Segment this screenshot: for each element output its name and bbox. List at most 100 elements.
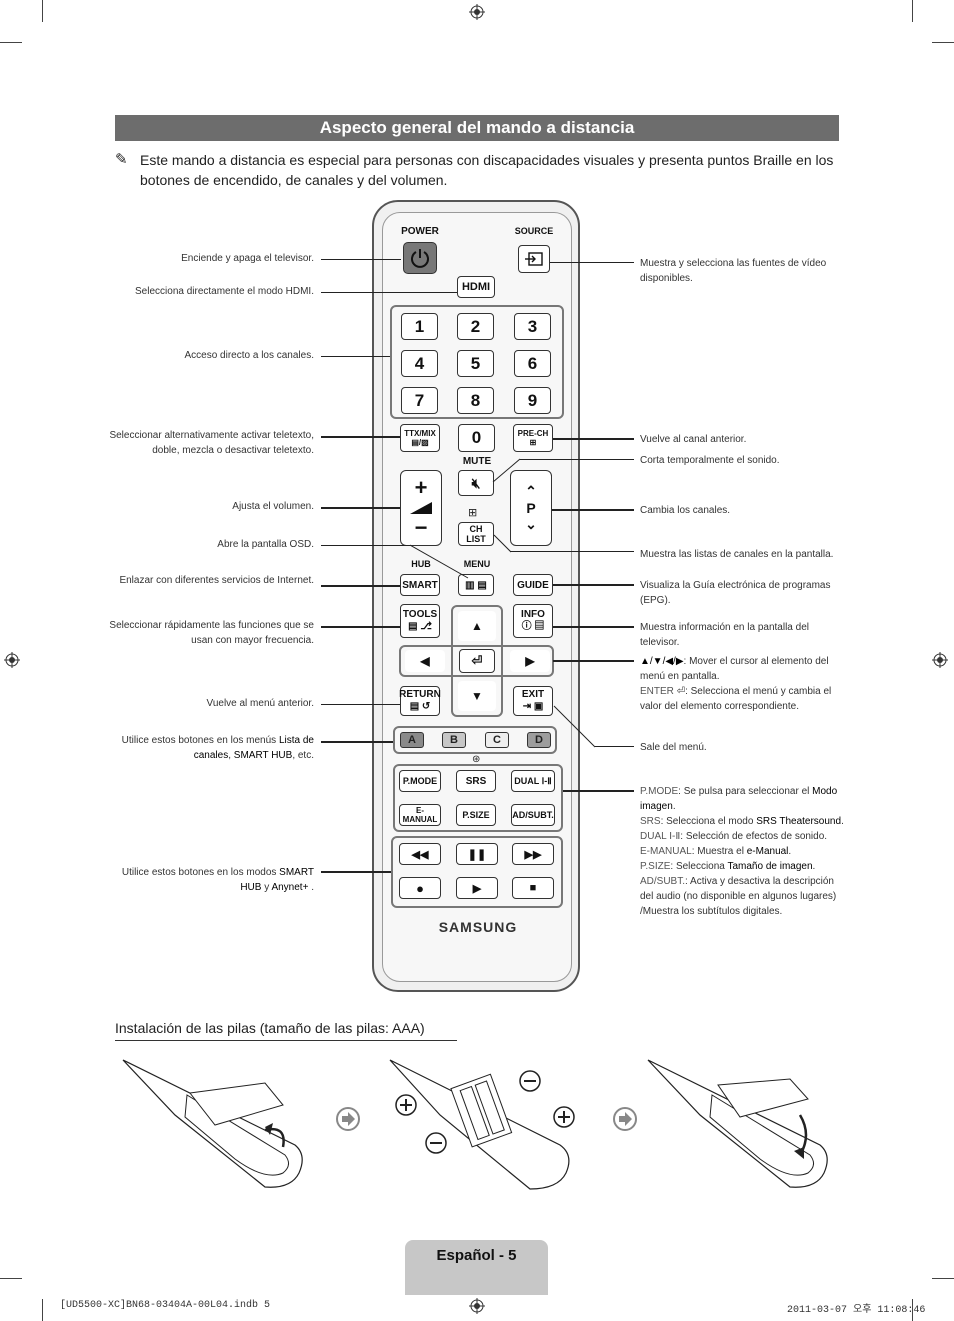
- ch-list-button[interactable]: CH LIST: [458, 522, 494, 546]
- leader-line: [553, 660, 634, 662]
- mute-icon: 🔇︎: [471, 474, 481, 491]
- leader-line: [321, 626, 400, 628]
- next-step-arrow-icon: [336, 1107, 360, 1131]
- mute-button[interactable]: 🔇︎: [458, 470, 494, 496]
- leader-line: [321, 704, 400, 705]
- leader-line: [520, 459, 634, 460]
- return-button[interactable]: RETURN▤ ↺: [399, 686, 441, 716]
- label-return: Vuelve al menú anterior.: [206, 698, 314, 709]
- pre-ch-button[interactable]: PRE-CH⊞: [513, 424, 553, 452]
- leader-line: [321, 741, 393, 743]
- info-icon: ⓘ ▤: [521, 621, 545, 632]
- ad-subt-button[interactable]: AD/SUBT.: [511, 804, 555, 826]
- registration-mark-icon: [932, 652, 948, 668]
- label-ttx: Seleccionar alternativamente activar tel…: [109, 430, 314, 456]
- play-icon: ▶: [472, 882, 482, 895]
- volume-rocker[interactable]: + −: [400, 470, 442, 546]
- battery-step-2-illustration: [389, 1059, 575, 1190]
- color-button-c[interactable]: C: [485, 732, 509, 748]
- dual-button[interactable]: DUAL Ⅰ-Ⅱ: [511, 770, 555, 792]
- color-button-d[interactable]: D: [527, 732, 551, 748]
- up-arrow-button[interactable]: ▲: [458, 611, 496, 641]
- label-exit: Sale del menú.: [640, 742, 707, 753]
- record-button[interactable]: ●: [399, 877, 441, 899]
- number-1-button[interactable]: 1: [401, 313, 438, 340]
- page-number-tab: Español - 5: [405, 1240, 548, 1295]
- number-0-button[interactable]: 0: [458, 424, 495, 452]
- number-7-button[interactable]: 7: [401, 387, 438, 414]
- next-step-arrow-icon: [613, 1107, 637, 1131]
- channel-rocker[interactable]: ⌃ P ⌄: [510, 470, 552, 546]
- p-size-button[interactable]: P.SIZE: [456, 804, 496, 826]
- label-nav: ▲/▼/◀/▶: Mover el cursor al elemento del…: [640, 656, 832, 712]
- enter-desc: : Selecciona el menú y cambia el valor d…: [640, 686, 832, 712]
- label-smart: Enlazar con diferentes servicios de Inte…: [119, 575, 314, 586]
- leader-line: [552, 509, 634, 511]
- down-arrow-button[interactable]: ▼: [458, 681, 496, 711]
- number-8-button[interactable]: 8: [457, 387, 494, 414]
- e-manual-button[interactable]: E-MANUAL: [399, 804, 441, 826]
- volume-wedge-icon: [410, 502, 432, 514]
- number-2-button[interactable]: 2: [457, 313, 494, 340]
- crop-mark: [912, 0, 913, 22]
- colors-text: Utilice estos botones en los menús: [121, 735, 279, 746]
- label-menu: Abre la pantalla OSD.: [217, 539, 314, 550]
- number-3-button[interactable]: 3: [514, 313, 551, 340]
- leader-line: [553, 584, 634, 586]
- pmode-desc: : Se pulsa para seleccionar el: [678, 786, 813, 797]
- ttx-mix-button[interactable]: TTX/MIX▤/▨: [400, 424, 440, 452]
- enter-button[interactable]: ⏎: [459, 649, 495, 673]
- menu-label: MENU: [463, 559, 491, 569]
- mute-leader-diagonal: [492, 458, 521, 483]
- left-arrow-button[interactable]: ◀: [405, 650, 445, 672]
- number-6-button[interactable]: 6: [514, 350, 551, 377]
- exit-icon: ⇥ ▣: [522, 701, 544, 712]
- power-label: POWER: [401, 226, 439, 237]
- pause-button[interactable]: ❚❚: [456, 843, 498, 865]
- number-5-button[interactable]: 5: [457, 350, 494, 377]
- color-button-a[interactable]: A: [400, 732, 424, 748]
- stop-button[interactable]: ■: [512, 877, 554, 899]
- source-button[interactable]: [518, 245, 550, 273]
- label-chlist: Muestra las listas de canales en la pant…: [640, 549, 834, 560]
- right-arrow-button[interactable]: ▶: [510, 650, 550, 672]
- guide-button[interactable]: GUIDE: [513, 574, 553, 596]
- crop-mark: [932, 42, 954, 43]
- play-button[interactable]: ▶: [456, 877, 498, 899]
- p-mode-button[interactable]: P.MODE: [399, 770, 441, 792]
- crop-mark: [0, 42, 22, 43]
- rewind-button[interactable]: ◀◀: [399, 843, 441, 865]
- number-9-button[interactable]: 9: [514, 387, 551, 414]
- label-info: Muestra información en la pantalla del t…: [640, 622, 809, 648]
- enter-key: ENTER: [640, 686, 674, 697]
- label-source: Muestra y selecciona las fuentes de víde…: [640, 258, 827, 284]
- label-hdmi: Selecciona directamente el modo HDMI.: [135, 286, 314, 297]
- nav-keys: ▲/▼/◀/▶: [640, 656, 684, 667]
- print-footer-left: [UD5500-XC]BN68-03404A-00L04.indb 5: [60, 1300, 271, 1311]
- registration-mark-icon: [469, 1298, 485, 1314]
- emanual-desc: : Muestra el: [691, 846, 747, 857]
- power-button[interactable]: [403, 242, 437, 274]
- mute-label: MUTE: [462, 456, 492, 467]
- tools-button[interactable]: TOOLS▤ ⎇: [400, 604, 440, 638]
- hdmi-button[interactable]: HDMI: [457, 276, 495, 298]
- channel-up-icon: ⌃: [525, 483, 537, 499]
- pmode-term: Modo imagen: [640, 786, 838, 812]
- leader-line: [321, 356, 390, 357]
- menu-button[interactable]: ▥ ▤: [458, 574, 494, 596]
- pre-ch-icon: ⊞: [529, 438, 537, 447]
- smart-hub-button[interactable]: SMART: [400, 574, 440, 596]
- leader-line: [553, 438, 634, 440]
- color-button-b[interactable]: B: [442, 732, 466, 748]
- leader-line: [321, 507, 400, 509]
- srs-button[interactable]: SRS: [456, 770, 496, 792]
- label-numbers: Acceso directo a los canales.: [184, 350, 314, 361]
- crop-mark: [42, 1299, 43, 1321]
- number-4-button[interactable]: 4: [401, 350, 438, 377]
- exit-button[interactable]: EXIT⇥ ▣: [513, 686, 553, 716]
- fast-forward-button[interactable]: ▶▶: [512, 843, 554, 865]
- note-text: Este mando a distancia es especial para …: [140, 152, 834, 188]
- media-term: SMART HUB: [240, 867, 314, 893]
- hub-label: HUB: [411, 559, 431, 569]
